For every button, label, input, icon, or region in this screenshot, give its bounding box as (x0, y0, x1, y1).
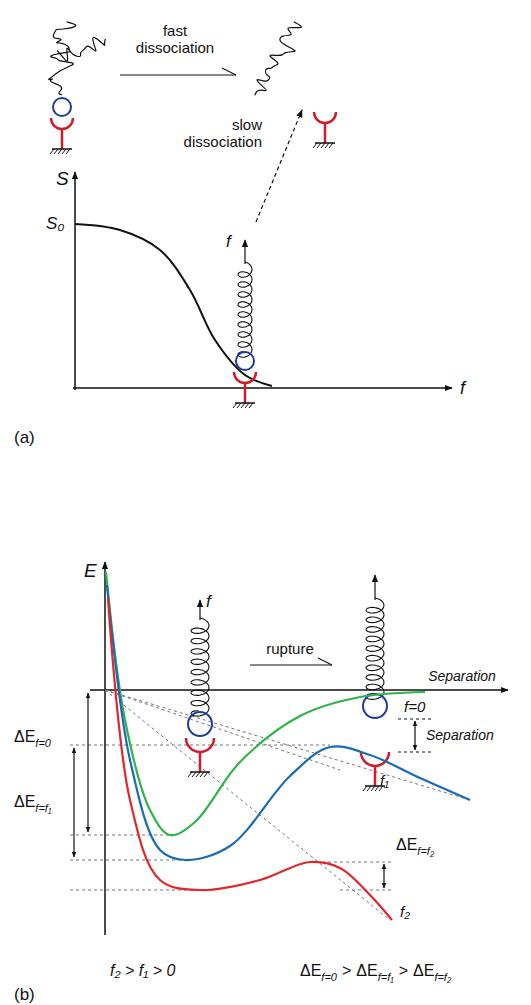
label-text: Separation (428, 668, 496, 684)
fast-arrow-head (222, 68, 236, 75)
label-text: f=0 (404, 698, 425, 715)
gap-tick (398, 752, 432, 753)
delta-e-arrow (87, 693, 88, 832)
gap-tick (398, 719, 432, 720)
polymer-chain (57, 37, 105, 61)
ligand-bead (188, 712, 212, 736)
label-text: S₀ (46, 214, 65, 234)
fast-arrow (120, 74, 236, 75)
label-text: ΔE (356, 962, 377, 980)
label-text: f=f₁ (35, 802, 51, 815)
e-axis (104, 562, 106, 935)
energy-curve-f0 (106, 572, 425, 835)
guide-lines (70, 690, 470, 920)
label-text: Separation (426, 727, 494, 743)
energy-curve-f1 (107, 585, 470, 860)
stretched-chain (366, 598, 384, 699)
label-text: S (56, 168, 69, 190)
label-text: > (399, 962, 408, 980)
ligand-bead (236, 352, 254, 370)
ligand-bead (363, 694, 387, 718)
drawn-parts (49, 22, 470, 920)
stretched-chain (191, 618, 209, 716)
delta-e-arrow (73, 748, 74, 857)
gap-arrow (414, 721, 415, 750)
label-text: E (84, 560, 97, 582)
delta-e-arrow (383, 864, 384, 888)
label-text: ΔE (14, 793, 35, 811)
label-text: ΔE (396, 836, 417, 854)
force-arrow (199, 600, 200, 620)
label-text: f₂ (400, 903, 410, 920)
label-text: f=f₂ (434, 971, 451, 984)
separation-axis (90, 689, 508, 691)
receptor (313, 112, 336, 148)
s-axis (74, 172, 76, 390)
rupture-arrow (250, 664, 332, 665)
rupture-arrow-head (318, 658, 332, 665)
force-arrow (244, 240, 245, 264)
label-text: ΔE (413, 962, 434, 980)
force-arrow (374, 575, 375, 600)
label-text: rupture (266, 640, 314, 657)
label-text: slow dissociation (174, 116, 262, 151)
polymer-chain (49, 22, 76, 95)
label-text: f=0 (35, 737, 51, 750)
label-text: f (460, 378, 465, 399)
receptor (50, 118, 73, 154)
label-text: f=f₂ (417, 845, 434, 858)
label-text: (b) (14, 985, 35, 1005)
stretched-chain (238, 262, 252, 357)
label-text: f₁ (380, 772, 389, 789)
polymer-chain (255, 22, 302, 96)
label-text: ΔE (14, 728, 35, 746)
label-text: f=f₁ (378, 971, 394, 984)
f-axis (73, 387, 452, 389)
label-text: (a) (14, 428, 35, 448)
label-text: f (206, 592, 211, 612)
label-text: ΔE (300, 962, 321, 980)
label-text: f₂ > f₁ > 0 (110, 962, 175, 980)
label-text: f=0 (321, 971, 337, 984)
label-text: fast dissociation (129, 22, 221, 57)
receptor (186, 738, 214, 777)
energy-curve-f2 (108, 598, 392, 920)
ligand-bead (53, 98, 71, 116)
survival-curve (75, 224, 272, 386)
label-text: > (342, 962, 351, 980)
label-text: f (226, 232, 231, 252)
slow-arrow (256, 110, 302, 222)
receptor (233, 372, 256, 408)
